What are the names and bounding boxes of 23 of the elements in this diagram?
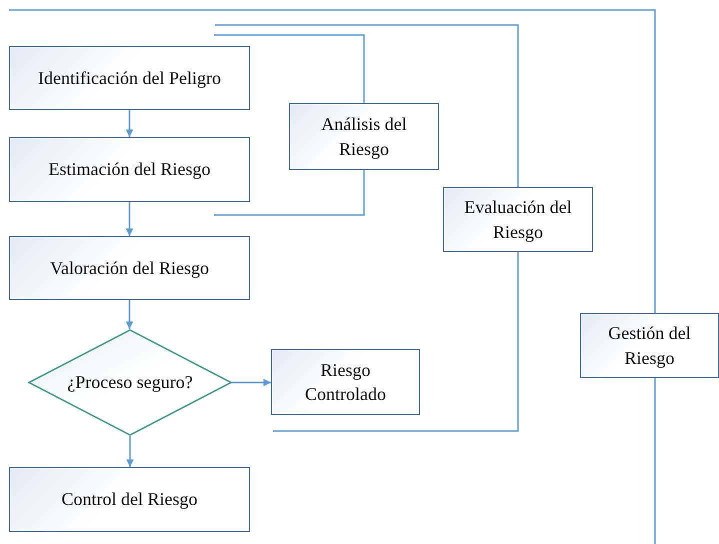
arrow: [126, 110, 134, 137]
stage-box: [289, 103, 439, 170]
node-label: Valoración del Riesgo: [49, 256, 210, 280]
process-box: [271, 349, 420, 415]
process-box: [9, 236, 250, 300]
arrow: [126, 300, 134, 329]
node-label: Control del Riesgo: [60, 488, 198, 512]
node-label: Evaluación del Riesgo: [463, 196, 573, 244]
arrow: [126, 436, 134, 467]
decision-diamond: [28, 329, 232, 436]
node-label: Identificación del Peligro: [37, 66, 222, 90]
arrow: [126, 202, 134, 236]
process-box: [9, 137, 250, 202]
node-label: ¿Proceso seguro?: [66, 371, 194, 394]
node-label: Análisis del Riesgo: [320, 113, 408, 161]
stage-box: [580, 313, 719, 378]
node-label: Gestión del Riesgo: [607, 322, 692, 370]
process-box: [9, 467, 250, 532]
node-label: Estimación del Riesgo: [48, 158, 212, 182]
process-box: [9, 46, 250, 110]
node-label: Riesgo Controlado: [304, 358, 387, 406]
arrow: [232, 378, 271, 386]
stage-box: [443, 187, 593, 252]
